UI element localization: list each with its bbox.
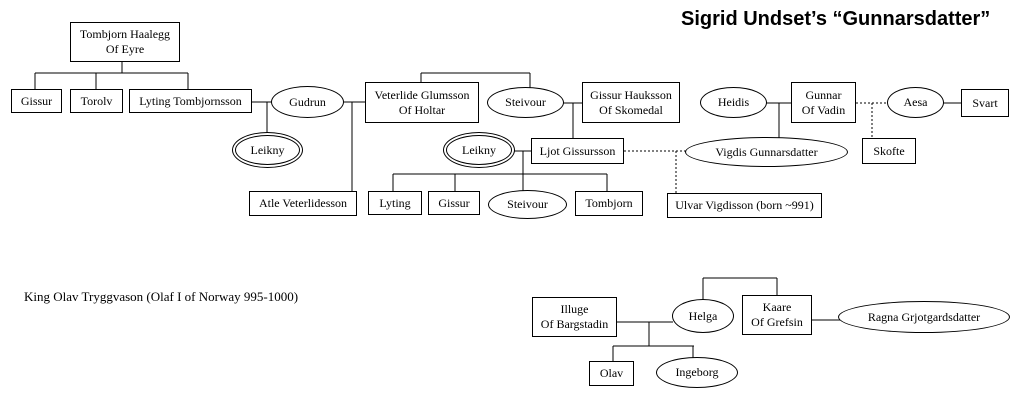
person-label: Aesa xyxy=(903,95,928,109)
person-label: Atle Veterlidesson xyxy=(258,196,348,210)
person-label: Of Eyre xyxy=(105,42,145,56)
person-label: Helga xyxy=(688,308,718,323)
person-label: Steivour xyxy=(507,197,548,211)
person-box-gissur-hauksson: Gissur Hauksson Of Skomedal xyxy=(582,82,680,123)
person-label: Svart xyxy=(972,95,998,110)
person-box-ulvar-vigdisson: Ulvar Vigdisson (born ~991) xyxy=(667,193,822,218)
person-box-tombjorn-haalegg: Tombjorn Haalegg Of Eyre xyxy=(70,22,180,62)
person-ellipse-heidis: Heidis xyxy=(700,87,767,118)
person-box-gunnar-of-vadin: Gunnar Of Vadin xyxy=(791,82,856,123)
person-label: Olav xyxy=(599,366,624,380)
person-label: Torolv xyxy=(80,93,113,108)
person-box-kaare: Kaare Of Grefsin xyxy=(742,295,812,335)
person-label: Gissur Hauksson xyxy=(590,87,672,102)
person-label: Of Skomedal xyxy=(599,102,663,117)
person-label: Ragna Grjotgardsdatter xyxy=(867,309,981,324)
person-ellipse-vigdis-gunnarsdatter: Vigdis Gunnarsdatter xyxy=(685,137,848,167)
person-label: Of Vadin xyxy=(801,102,846,117)
person-ellipse-helga: Helga xyxy=(672,299,734,333)
person-label: Leikny xyxy=(250,142,285,157)
person-label: Tombjorn Haalegg xyxy=(79,27,171,41)
person-label: Gissur xyxy=(438,195,470,210)
person-ellipse-steivour-2: Steivour xyxy=(488,190,567,219)
person-label: Leikny xyxy=(462,142,496,157)
person-box-skofte: Skofte xyxy=(862,138,916,164)
person-label: Of Bargstadin xyxy=(540,317,609,331)
person-ellipse-ingeborg: Ingeborg xyxy=(656,357,738,388)
person-label: Veterlide Glumsson xyxy=(374,87,470,102)
person-box-svart: Svart xyxy=(961,89,1009,117)
person-label: Skofte xyxy=(873,143,905,158)
person-box-olav: Olav xyxy=(589,361,634,386)
person-box-gissur-sr: Gissur xyxy=(11,89,62,113)
person-label: Of Grefsin xyxy=(751,315,803,329)
person-box-torolv: Torolv xyxy=(70,89,123,113)
person-label: Kaare xyxy=(762,300,792,314)
person-label: Gissur xyxy=(20,93,53,108)
person-label: Ulvar Vigdisson (born ~991) xyxy=(675,198,814,212)
person-ellipse-aesa: Aesa xyxy=(887,87,944,118)
person-label: Vigdis Gunnarsdatter xyxy=(715,144,818,159)
king-olav-note: King Olav Tryggvason (Olaf I of Norway 9… xyxy=(24,289,299,304)
person-label: Illuge xyxy=(560,302,589,316)
person-label: Ingeborg xyxy=(675,365,719,379)
person-label: Lyting Tombjornsson xyxy=(139,93,242,108)
person-ellipse-gudrun: Gudrun xyxy=(271,86,344,118)
person-label: Lyting xyxy=(379,195,411,210)
person-label: Heidis xyxy=(717,95,750,109)
diagram-title: Sigrid Undset’s “Gunnarsdatter” xyxy=(681,8,991,30)
person-label: Gunnar xyxy=(805,87,842,102)
person-box-atle-veterlidesson: Atle Veterlidesson xyxy=(249,191,357,216)
person-ellipse-leikny-1: Leikny xyxy=(232,132,303,168)
person-box-lyting-jr: Lyting xyxy=(368,191,422,215)
person-box-veterlide-glumsson: Veterlide Glumsson Of Holtar xyxy=(365,82,479,123)
person-label: Tombjorn xyxy=(585,196,633,210)
person-label: Steivour xyxy=(505,95,546,109)
person-label: Ljot Gissursson xyxy=(539,143,616,158)
person-label: Of Holtar xyxy=(398,102,446,117)
person-ellipse-leikny-2: Leikny xyxy=(443,132,515,168)
person-label: Gudrun xyxy=(289,94,326,109)
person-box-illuge: Illuge Of Bargstadin xyxy=(532,297,617,337)
person-ellipse-steivour-1: Steivour xyxy=(487,87,564,118)
person-box-gissur-jr: Gissur xyxy=(428,191,480,215)
person-box-tombjorn-jr: Tombjorn xyxy=(575,191,643,216)
person-box-ljot-gissursson: Ljot Gissursson xyxy=(531,138,624,164)
person-box-lyting-tombjornsson: Lyting Tombjornsson xyxy=(129,89,252,113)
person-ellipse-ragna: Ragna Grjotgardsdatter xyxy=(838,301,1010,333)
